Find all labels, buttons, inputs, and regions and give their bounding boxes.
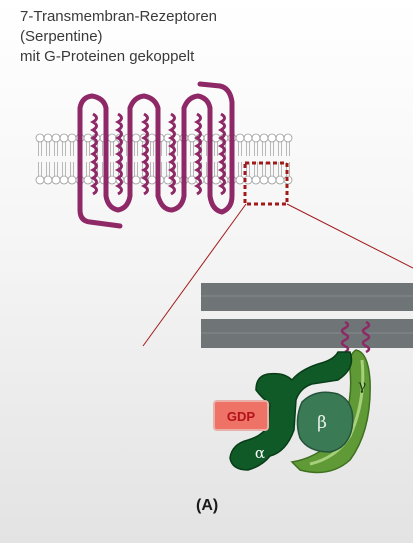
lipid-bilayer xyxy=(35,133,293,185)
g-beta-subunit xyxy=(296,391,354,453)
membrane-band-outer xyxy=(201,283,413,311)
phospholipid-head xyxy=(67,133,77,143)
g-alpha-subunit xyxy=(229,351,353,471)
helix-coil xyxy=(140,112,149,196)
phospholipid-head xyxy=(147,175,157,185)
zoom-line-right xyxy=(286,203,413,269)
serpentine-receptor xyxy=(77,81,235,229)
phospholipid-head xyxy=(107,133,117,143)
title-line-1: 7-Transmembran-Rezeptoren xyxy=(20,8,218,25)
alpha-label: α xyxy=(255,444,265,462)
helix-coil xyxy=(167,112,176,196)
zoom-helix-2 xyxy=(361,320,371,354)
phospholipid-head xyxy=(43,175,53,185)
diagram-title: 7-Transmembran-Rezeptoren (Serpentine) m… xyxy=(20,7,217,67)
phospholipid-head xyxy=(131,175,141,185)
phospholipid-head xyxy=(147,133,157,143)
g-gamma-subunit xyxy=(290,349,371,474)
beta-label: β xyxy=(317,413,327,433)
helix-coil xyxy=(193,112,202,196)
zoom-helix-1 xyxy=(340,320,350,354)
phospholipid-head xyxy=(211,175,221,185)
panel-label: (A) xyxy=(196,497,219,514)
title-line-2: (Serpentine) xyxy=(20,28,103,45)
phospholipid-head xyxy=(187,175,197,185)
gdp-box xyxy=(213,400,269,431)
gdp-label: GDP xyxy=(227,409,256,424)
phospholipid-head xyxy=(275,175,285,185)
phospholipid-head xyxy=(59,133,69,143)
phospholipid-head xyxy=(67,175,77,185)
phospholipid-head xyxy=(251,175,261,185)
phospholipid-head xyxy=(107,175,117,185)
phospholipid-head xyxy=(35,175,45,185)
zoom-box xyxy=(243,161,289,206)
receptor-backbone xyxy=(77,81,235,229)
phospholipid-head xyxy=(83,175,93,185)
helix-coil xyxy=(89,112,98,196)
phospholipid-head xyxy=(43,133,53,143)
helix-coils xyxy=(89,112,226,196)
phospholipid-head xyxy=(51,133,61,143)
zoom-line-left xyxy=(142,203,247,347)
phospholipid-head xyxy=(51,175,61,185)
phospholipid-head xyxy=(283,133,293,143)
phospholipid-head xyxy=(259,133,269,143)
gamma-label: γ xyxy=(358,378,366,394)
phospholipid-head xyxy=(267,133,277,143)
helix-coil xyxy=(217,112,226,196)
phospholipid-head xyxy=(35,133,45,143)
phospholipid-head xyxy=(275,133,285,143)
helix-coil xyxy=(114,112,123,196)
phospholipid-head xyxy=(259,175,269,185)
phospholipid-head xyxy=(267,175,277,185)
phospholipid-head xyxy=(131,133,141,143)
phospholipid-head xyxy=(235,175,245,185)
phospholipid-head xyxy=(59,175,69,185)
title-line-3: mit G-Proteinen gekoppelt xyxy=(20,48,195,65)
phospholipid-head xyxy=(251,133,261,143)
phospholipid-head xyxy=(235,133,245,143)
phospholipid-head xyxy=(243,133,253,143)
